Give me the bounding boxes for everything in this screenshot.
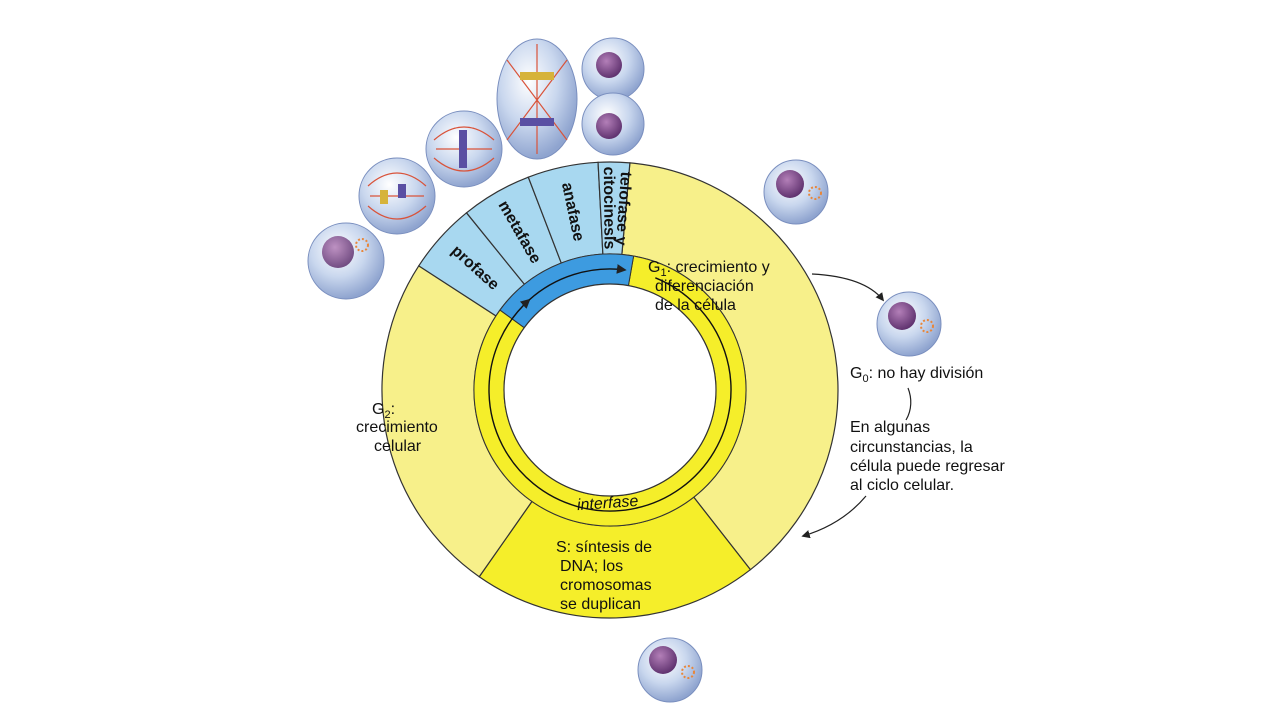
arrow-to-g0: [811, 273, 885, 302]
phase-label-telofase: telofase y: [612, 171, 634, 246]
interfase-label: interfase: [576, 493, 639, 514]
cell-illustration-s-phase: [637, 637, 703, 703]
g2-label-line1: G2:: [372, 401, 395, 421]
cell-illustration-g0: [876, 291, 942, 357]
g1-label-line2: diferenciación: [655, 278, 754, 295]
arrow-return-to-cycle: [801, 495, 867, 539]
cell-illustration-interphase-top: [763, 159, 829, 225]
s-label-line2: DNA; los: [560, 558, 623, 575]
g0-connector-line: [905, 387, 912, 421]
return-note-line2: circunstancias, la: [850, 439, 973, 456]
interphase-cycle-arrow: [488, 277, 732, 512]
cell-illustration-telophase: [581, 37, 645, 156]
g2-label-line2: crecimiento: [356, 419, 438, 436]
cell-illustration-prophase: [307, 222, 385, 300]
center-hole: [503, 283, 717, 497]
s-label-line1: S: síntesis de: [556, 539, 652, 556]
g1-label-line1: G1: crecimiento y: [648, 259, 770, 279]
return-note-line3: célula puede regresar: [850, 458, 1005, 475]
g1-label-line3: de la célula: [655, 297, 736, 314]
cell-illustration-prometaphase: [358, 157, 436, 235]
cell-illustration-anaphase: [496, 38, 578, 160]
phase-label-citocinesis: citocinesis: [600, 167, 618, 250]
s-label-line4: se duplican: [560, 596, 641, 613]
s-label-line3: cromosomas: [560, 577, 652, 594]
return-note-line1: En algunas: [850, 419, 930, 436]
g0-label: G0: no hay división: [850, 365, 983, 385]
return-note-line4: al ciclo celular.: [850, 477, 954, 494]
mitosis-cycle-arrow: [528, 264, 627, 301]
inner-ring: [473, 253, 747, 527]
cell-illustration-metaphase: [425, 110, 503, 188]
g2-label-line3: celular: [374, 438, 422, 455]
